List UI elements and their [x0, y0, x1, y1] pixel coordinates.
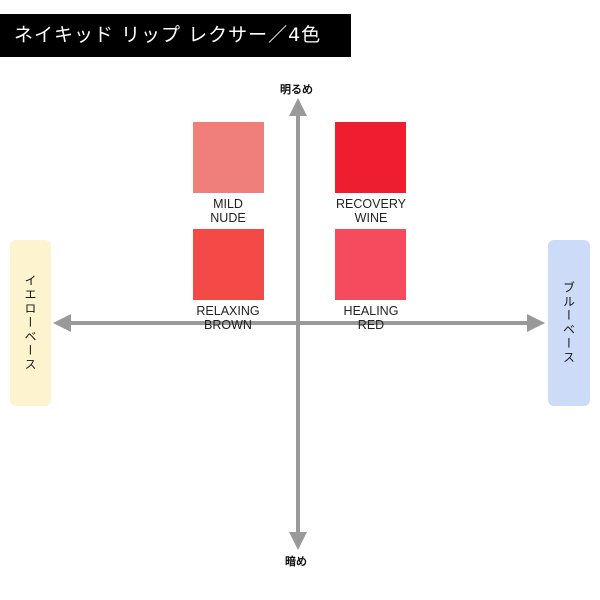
label-relaxing-brown-line2: BROWN	[204, 318, 252, 332]
label-relaxing-brown-line1: RELAXING	[196, 304, 260, 318]
vertical-axis-arrow-down	[289, 532, 307, 550]
title-bar: ネイキッド リップ レクサー／4色	[0, 14, 351, 57]
blue-base-box: ブルーベース	[548, 240, 590, 406]
horizontal-axis-arrow-left	[53, 314, 71, 332]
vertical-axis-arrow-up	[289, 98, 307, 116]
swatch-relaxing-brown	[193, 229, 264, 300]
label-relaxing-brown: RELAXING BROWN	[173, 304, 283, 332]
swatch-mild-nude	[193, 122, 264, 193]
blue-base-label: ブルーベース	[561, 281, 576, 365]
swatch-healing-red	[335, 229, 406, 300]
label-healing-red-line1: HEALING	[343, 304, 399, 318]
axis-label-bottom: 暗め	[285, 555, 307, 568]
label-recovery-wine-line1: RECOVERY	[336, 197, 406, 211]
label-mild-nude: MILD NUDE	[173, 197, 283, 225]
diagram-title: ネイキッド リップ レクサー／4色	[14, 24, 322, 46]
swatch-recovery-wine	[335, 122, 406, 193]
label-recovery-wine-line2: WINE	[354, 211, 388, 225]
axis-label-top: 明るめ	[280, 83, 313, 96]
label-mild-nude-line2: NUDE	[210, 211, 246, 225]
label-mild-nude-line1: MILD	[213, 197, 243, 211]
label-recovery-wine: RECOVERY WINE	[316, 197, 426, 225]
yellow-base-box: イエローベース	[10, 240, 51, 406]
yellow-base-label: イエローベース	[23, 274, 37, 372]
horizontal-axis-arrow-right	[527, 314, 545, 332]
label-healing-red: HEALING RED	[316, 304, 426, 332]
label-healing-red-line2: RED	[357, 318, 385, 332]
